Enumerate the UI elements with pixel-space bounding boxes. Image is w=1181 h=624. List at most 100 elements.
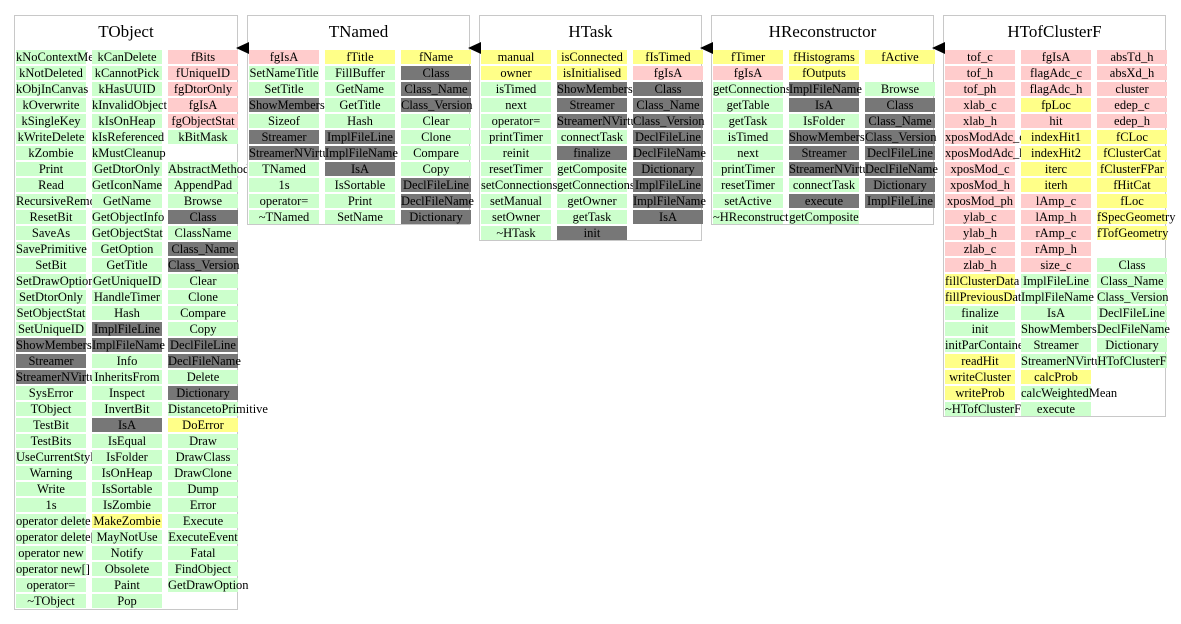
class-member: tof_ph (945, 82, 1015, 96)
class-member: setManual (481, 194, 551, 208)
class-member: SavePrimitive (16, 242, 87, 256)
class-member: next (481, 98, 551, 112)
class-member: fgIsA (168, 98, 238, 112)
class-member: tof_c (945, 50, 1015, 64)
class-member: Execute (168, 514, 238, 528)
class-member: 1s (16, 498, 86, 512)
class-member: setActive (713, 194, 783, 208)
class-member: readHit (945, 354, 1015, 368)
class-member: Dictionary (168, 386, 238, 400)
class-member: ImplFileName (789, 82, 862, 96)
class-member: DrawClone (168, 466, 238, 480)
class-member: Streamer (249, 130, 319, 144)
inheritance-arrow (700, 42, 713, 54)
class-member: ShowMembers (1021, 322, 1097, 336)
class-member: lAmp_c (1021, 194, 1091, 208)
class-member: DeclFileLine (168, 338, 238, 352)
class-title: TObject (98, 22, 154, 41)
class-member: InheritsFrom (92, 370, 162, 384)
class-member: edep_h (1097, 114, 1167, 128)
class-member: Class (1097, 258, 1167, 272)
class-member: DrawClass (168, 450, 238, 464)
class-member: fTofGeometry (1097, 226, 1169, 240)
class-member: GetName (92, 194, 162, 208)
class-member: hit (1021, 114, 1091, 128)
class-member: kIsReferenced (92, 130, 165, 144)
class-member: Dictionary (401, 210, 471, 224)
class-member: Dictionary (633, 162, 703, 176)
class-member: kMustCleanup (92, 146, 166, 160)
class-member: flagAdc_c (1021, 66, 1091, 80)
class-member: DoError (168, 418, 238, 432)
class-member: Browse (168, 194, 238, 208)
class-member: ~TNamed (249, 210, 319, 224)
class-member: lAmp_h (1021, 210, 1091, 224)
class-member: ImplFileLine (325, 130, 395, 144)
class-member: ShowMembers (789, 130, 865, 144)
class-member: Print (325, 194, 395, 208)
class-member: fActive (865, 50, 935, 64)
class-member: Streamer (16, 354, 86, 368)
class-title: HTofClusterF (1007, 22, 1102, 41)
class-member: setConnections (481, 178, 558, 192)
class-member: ResetBit (16, 210, 86, 224)
class-member: IsOnHeap (92, 466, 162, 480)
class-member: SetDrawOption (16, 274, 95, 288)
class-member: ShowMembers (557, 82, 633, 96)
class-member: next (713, 146, 783, 160)
class-member: kNoContextMenu (16, 50, 107, 64)
class-member: DeclFileLine (401, 178, 471, 192)
class-member: Class_Name (633, 98, 703, 112)
class-member: Clear (401, 114, 471, 128)
class-member: initParContainer (945, 338, 1028, 352)
class-member: execute (789, 194, 859, 208)
class-member: fgObjectStat (168, 114, 238, 128)
class-member: GetUniqueID (92, 274, 162, 288)
class-member: ImplFileLine (865, 194, 935, 208)
class-member: SetDtorOnly (16, 290, 86, 304)
class-member: IsA (92, 418, 162, 432)
class-member: ImplFileName (92, 338, 165, 352)
class-member: Sizeof (249, 114, 319, 128)
class-member: xposMod_c (945, 162, 1015, 176)
class-member: fLoc (1097, 194, 1167, 208)
class-member: Paint (92, 578, 162, 592)
class-member: InvertBit (92, 402, 162, 416)
class-member: fpLoc (1021, 98, 1091, 112)
class-member: fClusterCat (1097, 146, 1167, 160)
class-member: MayNotUse (92, 530, 162, 544)
class-member: ClassName (168, 226, 238, 240)
class-member: Streamer (557, 98, 627, 112)
class-member: setOwner (481, 210, 551, 224)
class-member: Class_Name (1097, 274, 1167, 288)
class-member: fBits (168, 50, 238, 64)
class-member: DeclFileName (633, 146, 706, 160)
class-member: fillPreviousData (945, 290, 1027, 304)
class-member: kCanDelete (92, 50, 162, 64)
class-member: init (945, 322, 1015, 336)
class-member: fTitle (325, 50, 395, 64)
class-member: Print (16, 162, 86, 176)
class-member: getTask (713, 114, 783, 128)
class-member: kCannotPick (92, 66, 162, 80)
class-member: Class_Version (401, 98, 473, 112)
class-member: IsA (1021, 306, 1091, 320)
class-member: IsEqual (92, 434, 162, 448)
class-member: ~HTask (481, 226, 551, 240)
empty-slot (1097, 242, 1167, 256)
class-member: kInvalidObject (92, 98, 167, 112)
class-member: ~TObject (16, 594, 86, 608)
class-member: xposMod_h (945, 178, 1015, 192)
class-member: Streamer (789, 146, 859, 160)
class-member: connectTask (789, 178, 859, 192)
class-member: printTimer (481, 130, 551, 144)
